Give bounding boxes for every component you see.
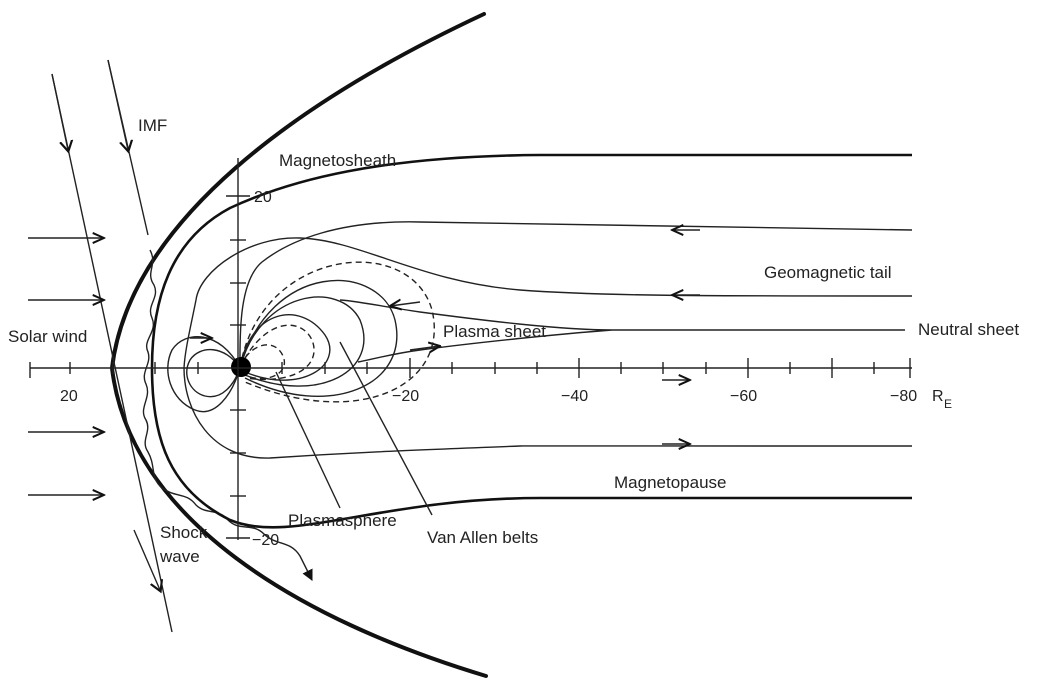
label-plasmasphere: Plasmasphere: [288, 511, 397, 530]
earth: [231, 357, 251, 377]
x-axis-unit-sub: E: [944, 397, 952, 411]
tail-field-line-upper: [240, 222, 912, 368]
label-geomagnetic-tail: Geomagnetic tail: [764, 263, 892, 282]
label-neutral-sheet: Neutral sheet: [918, 320, 1019, 339]
magnetopause-boundary: [152, 155, 912, 527]
x-tick-label-20: 20: [60, 388, 78, 405]
x-axis-unit: R: [932, 388, 944, 405]
bow-shock-curve: [112, 14, 486, 676]
dayside-loop-outer: [168, 337, 240, 412]
x-tick-label-m80: −80: [890, 388, 917, 405]
plasmasphere-pointer: [276, 372, 340, 508]
label-magnetosheath: Magnetosheath: [279, 151, 396, 170]
van-allen-dashed-outer: [240, 262, 434, 402]
plasma-sheet-arrow-in: [390, 302, 420, 306]
nightside-loop-1: [240, 315, 330, 380]
y-tick-label-m20: −20: [252, 532, 279, 549]
label-imf: IMF: [138, 116, 167, 135]
imf-line-1-arrow: [52, 74, 68, 150]
label-plasma-sheet: Plasma sheet: [443, 322, 546, 341]
label-van-allen-belts: Van Allen belts: [427, 528, 538, 547]
label-solar-wind: Solar wind: [8, 327, 87, 346]
label-magnetopause: Magnetopause: [614, 473, 726, 492]
label-shock-wave-2: wave: [159, 547, 200, 566]
x-tick-label-m20: −20: [392, 388, 419, 405]
y-tick-label-20: 20: [254, 189, 272, 206]
van-allen-dashed-inner: [240, 325, 314, 379]
x-tick-label-m60: −60: [730, 388, 757, 405]
x-tick-label-m40: −40: [561, 388, 588, 405]
imf-line-2-arrow: [108, 60, 128, 150]
label-shock-wave-1: Shock: [160, 523, 208, 542]
imf-line-1: [52, 74, 172, 632]
nightside-loop-2: [240, 297, 364, 386]
